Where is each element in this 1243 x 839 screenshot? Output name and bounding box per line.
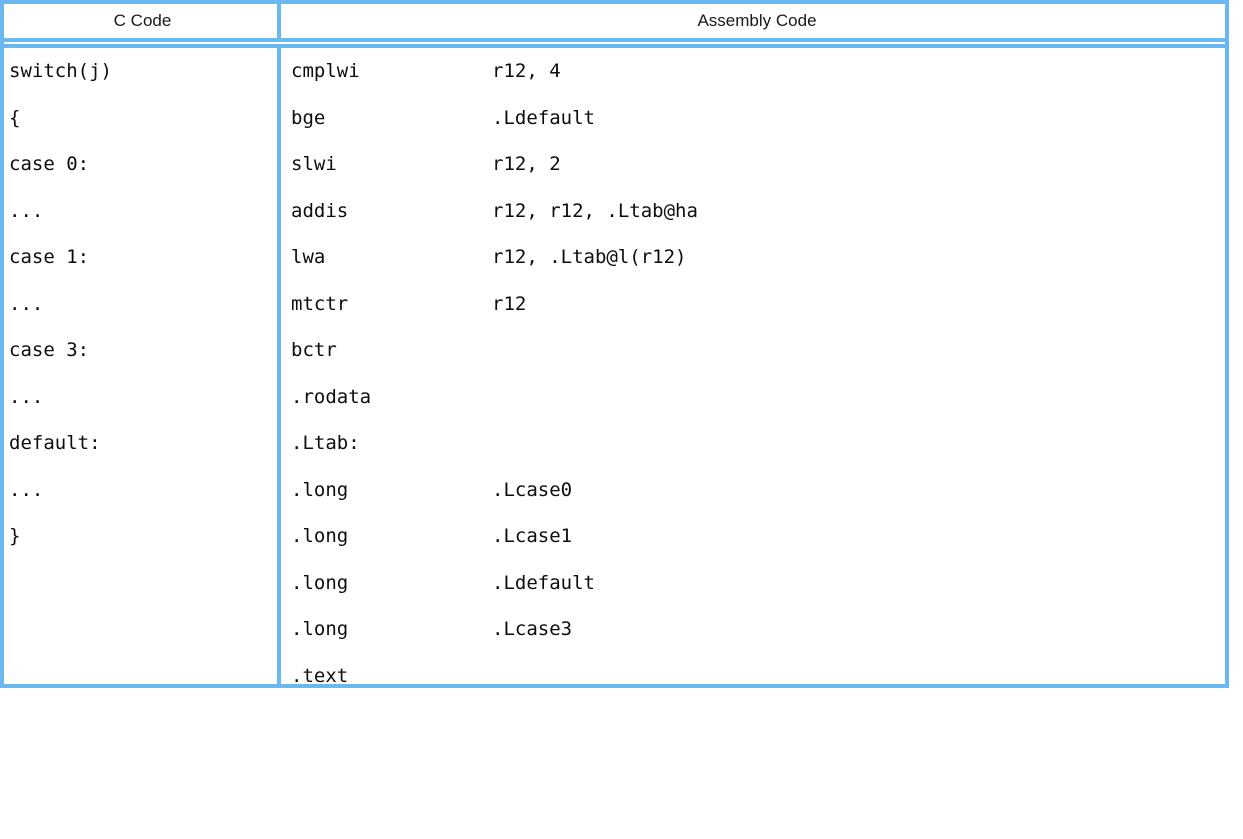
header-separator-border-lower xyxy=(4,44,1229,48)
assembly-operand: .Lcase3 xyxy=(492,618,573,640)
table-bottom-border xyxy=(4,684,1229,688)
assembly-mnemonic: cmplwi xyxy=(291,60,360,82)
c-code-line: case 1: xyxy=(9,246,90,268)
assembly-operand: .Ldefault xyxy=(492,571,595,594)
assembly-code-line: .long .Lcase3 xyxy=(281,606,1229,653)
c-code-line: switch(j) xyxy=(9,60,112,82)
assembly-code-line: .text xyxy=(281,653,1229,700)
c-code-line: ... xyxy=(9,292,44,315)
assembly-code-line: bge .Ldefault xyxy=(281,95,1229,142)
assembly-code-line: .Ltab: xyxy=(281,420,1229,467)
table-body: switch(j) { case 0: ... case 1: ... case… xyxy=(4,48,1229,687)
assembly-mnemonic: .long xyxy=(291,618,349,640)
assembly-mnemonic: .rodata xyxy=(291,385,372,408)
table-header-row: C Code Assembly Code xyxy=(4,4,1229,38)
assembly-operand: r12 xyxy=(492,292,527,315)
code-comparison-table: C Code Assembly Code switch(j) { case 0:… xyxy=(0,0,1229,688)
assembly-operand: r12, 2 xyxy=(492,153,561,175)
c-code-column: switch(j) { case 0: ... case 1: ... case… xyxy=(4,48,277,684)
c-code-line xyxy=(4,653,277,700)
assembly-mnemonic: .Ltab: xyxy=(291,432,360,454)
assembly-operand: r12, r12, .Ltab@ha xyxy=(492,199,698,222)
c-code-line: ... xyxy=(9,478,44,501)
assembly-mnemonic: bctr xyxy=(291,339,337,361)
c-code-line: } xyxy=(9,525,21,547)
column-divider-header xyxy=(277,0,281,42)
assembly-mnemonic: addis xyxy=(291,199,349,222)
assembly-mnemonic: mtctr xyxy=(291,292,349,315)
table-right-border xyxy=(1225,0,1229,688)
assembly-code-line: .long .Ldefault xyxy=(281,560,1229,607)
assembly-mnemonic: .long xyxy=(291,525,349,547)
table-top-border xyxy=(4,0,1229,4)
column-header-c-code: C Code xyxy=(113,11,172,30)
column-header-assembly-code: Assembly Code xyxy=(697,11,817,30)
assembly-mnemonic: .long xyxy=(291,478,349,501)
assembly-code-line: .long .Lcase1 xyxy=(281,513,1229,560)
assembly-operand: .Ldefault xyxy=(492,106,595,129)
assembly-mnemonic: lwa xyxy=(291,246,326,268)
assembly-code-line: .long .Lcase0 xyxy=(281,467,1229,514)
assembly-operand: .Lcase0 xyxy=(492,478,573,501)
c-code-line: ... xyxy=(9,199,44,222)
assembly-code-column: cmplwi r12, 4 bge .Ldefault slwi r12, 2 … xyxy=(281,48,1229,687)
assembly-code-line: addis r12, r12, .Ltab@ha xyxy=(281,188,1229,235)
assembly-code-line: bctr xyxy=(281,327,1229,374)
c-code-line: ... xyxy=(9,385,44,408)
assembly-operand: r12, 4 xyxy=(492,60,561,82)
assembly-mnemonic: .long xyxy=(291,571,349,594)
assembly-code-line: slwi r12, 2 xyxy=(281,141,1229,188)
assembly-mnemonic: .text xyxy=(291,664,349,687)
column-divider-body xyxy=(277,44,281,688)
c-code-line: case 0: xyxy=(9,153,90,175)
assembly-code-line: lwa r12, .Ltab@l(r12) xyxy=(281,234,1229,281)
c-code-line: default: xyxy=(9,432,101,454)
assembly-code-line: .rodata xyxy=(281,374,1229,421)
c-code-line xyxy=(4,560,277,607)
assembly-code-line: mtctr r12 xyxy=(281,281,1229,328)
table-left-border xyxy=(0,0,4,688)
assembly-code-line: cmplwi r12, 4 xyxy=(281,48,1229,95)
assembly-mnemonic: slwi xyxy=(291,153,337,175)
header-separator-border-upper xyxy=(4,38,1229,42)
assembly-mnemonic: bge xyxy=(291,106,326,129)
c-code-line xyxy=(4,606,277,653)
assembly-operand: r12, .Ltab@l(r12) xyxy=(492,246,687,268)
c-code-line: { xyxy=(9,106,21,129)
assembly-operand: .Lcase1 xyxy=(492,525,573,547)
c-code-line: case 3: xyxy=(9,339,90,361)
